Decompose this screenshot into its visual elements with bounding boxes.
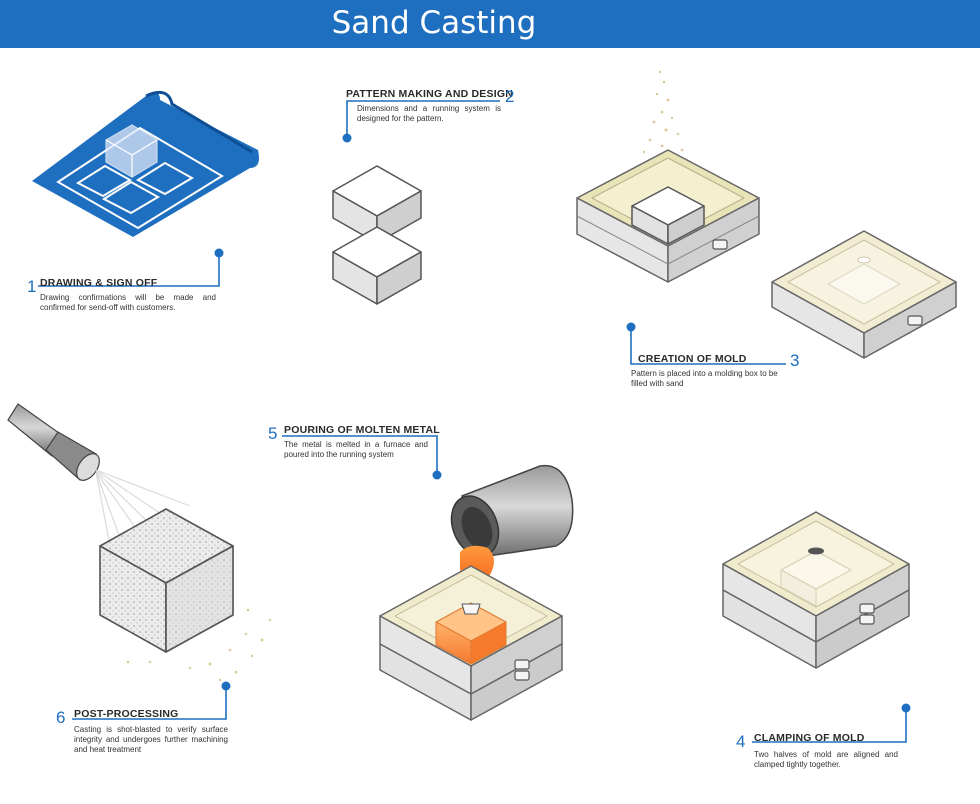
step-6-description: Casting is shot-blasted to verify surfac… [74, 725, 228, 754]
step-6-number: 6 [56, 708, 66, 727]
step-1-title: DRAWING & SIGN OFF [40, 277, 158, 289]
leader-lines [38, 100, 907, 743]
step-4-title: CLAMPING OF MOLD [754, 732, 865, 744]
step-2-title: PATTERN MAKING AND DESIGN [346, 88, 513, 100]
ladle-icon [450, 464, 574, 557]
mold-box-icon [771, 230, 957, 359]
step-6-title: POST-PROCESSING [74, 708, 179, 720]
step-1-number: 1 [27, 277, 37, 296]
step-5-description: The metal is melted in a furnace and pou… [284, 440, 428, 459]
casting-cube-icon [99, 508, 234, 653]
step-2-description: Dimensions and a running system is desig… [357, 104, 501, 123]
blueprint-icon [32, 90, 259, 237]
step-1-description: Drawing confirmations will be made and c… [40, 293, 216, 312]
step-5-title: POURING OF MOLTEN METAL [284, 424, 440, 436]
blaster-nozzle-icon [7, 403, 100, 481]
clamped-mold-icon [722, 511, 910, 669]
title-banner: Sand Casting [0, 0, 980, 48]
step-3-number: 3 [790, 351, 800, 370]
step-4-description: Two halves of mold are aligned and clamp… [754, 750, 898, 769]
sand-filled-box-icon [576, 149, 760, 283]
leader-dots [214, 133, 911, 713]
step-3-description: Pattern is placed into a molding box to … [631, 369, 778, 388]
step-5-number: 5 [268, 424, 278, 443]
pattern-blocks-icon [332, 165, 422, 305]
pouring-mold-icon [379, 565, 563, 721]
page-title: Sand Casting [331, 5, 537, 41]
blast-particles [126, 608, 272, 682]
step-3-title: CREATION OF MOLD [638, 353, 747, 365]
step-4-number: 4 [736, 732, 746, 751]
step-2-number: 2 [505, 87, 515, 106]
